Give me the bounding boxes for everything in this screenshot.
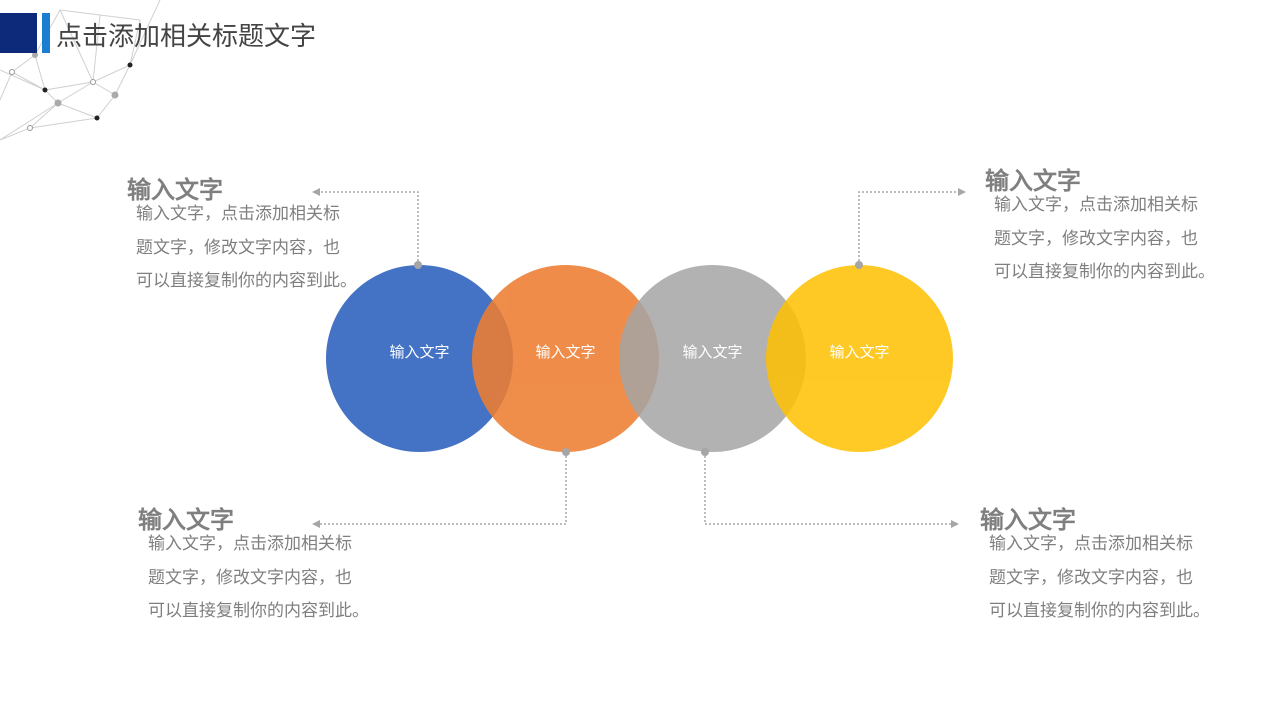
- callout-line: 可以直接复制你的内容到此。: [994, 262, 1215, 282]
- callout-line: 题文字，修改文字内容，也: [989, 567, 1193, 588]
- circle-label: 输入文字: [535, 343, 596, 361]
- circle-4: 输入文字: [766, 265, 953, 452]
- callout-body: 输入文字，点击添加相关标题文字，修改文字内容，也可以直接复制你的内容到此。: [136, 198, 376, 299]
- circle-label: 输入文字: [829, 343, 890, 361]
- callout-heading: 输入文字: [985, 167, 1081, 195]
- callout-heading: 输入文字: [980, 506, 1076, 534]
- callout-body: 输入文字，点击添加相关标题文字，修改文字内容，也可以直接复制你的内容到此。: [148, 528, 388, 629]
- network-decoration: [0, 0, 161, 141]
- callout-line: 题文字，修改文字内容，也: [148, 567, 352, 588]
- circle-label: 输入文字: [389, 343, 450, 361]
- callout-line: 可以直接复制你的内容到此。: [148, 601, 369, 621]
- callout-line: 输入文字，点击添加相关标: [136, 204, 340, 224]
- callout-body: 输入文字，点击添加相关标题文字，修改文字内容，也可以直接复制你的内容到此。: [989, 528, 1229, 629]
- callout-line: 题文字，修改文字内容，也: [994, 228, 1198, 249]
- callout-line: 输入文字，点击添加相关标: [994, 195, 1198, 215]
- circle-label: 输入文字: [682, 343, 743, 361]
- page-title: 点击添加相关标题文字: [56, 22, 317, 52]
- callout-line: 输入文字，点击添加相关标: [989, 534, 1193, 554]
- callout-line: 可以直接复制你的内容到此。: [989, 601, 1210, 621]
- callout-heading: 输入文字: [127, 176, 223, 204]
- callout-line: 题文字，修改文字内容，也: [136, 237, 340, 258]
- callout-line: 可以直接复制你的内容到此。: [136, 271, 357, 291]
- callout-body: 输入文字，点击添加相关标题文字，修改文字内容，也可以直接复制你的内容到此。: [994, 189, 1234, 290]
- callout-heading: 输入文字: [138, 506, 234, 534]
- title-accent-dark: [0, 13, 37, 53]
- title-accent-blue: [42, 13, 50, 53]
- callout-line: 输入文字，点击添加相关标: [148, 534, 352, 554]
